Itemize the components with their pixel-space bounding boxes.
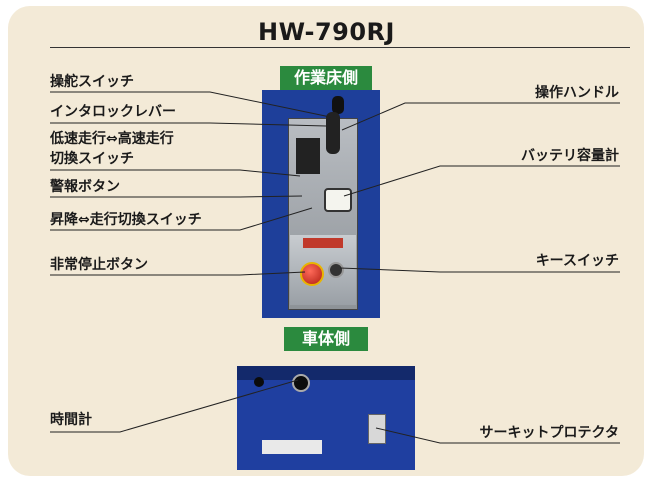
section-badge-vehicle-side: 車体側 [284,327,368,351]
title-divider [50,47,630,48]
emergency-stop-image [300,262,324,286]
label-speed-switch-line1: 低速走行⇔高速走行 [50,131,174,147]
handle-knob [332,96,344,114]
label-battery-gauge: バッテリ容量計 [521,148,619,164]
label-key-switch: キースイッチ [535,253,619,269]
label-emergency-stop-button: 非常停止ボタン [50,257,148,273]
label-operating-handle: 操作ハンドル [535,85,619,101]
leader-circuit-protector [375,427,620,444]
hour-meter-image [292,374,310,392]
leader-steering-switch [50,91,336,119]
label-interlock-lever: インタロックレバー [50,104,176,120]
leader-battery-gauge [343,165,620,197]
warning-sticker [303,238,343,248]
label-steering-switch: 操舵スイッチ [50,74,134,90]
leader-hour-meter [50,379,299,433]
page-title: HW-790RJ [258,18,395,46]
leader-key-switch [339,267,620,273]
leader-emergency-stop [50,271,306,276]
label-hour-meter: 時間計 [50,412,92,428]
label-circuit-protector: サーキットプロテクタ [479,425,619,441]
leader-lift-travel-switch [50,207,313,231]
circuit-protector-image [368,414,386,444]
leader-speed-switch [50,169,301,177]
mounting-hole [254,377,264,387]
operating-handle-image [326,112,340,154]
label-speed-switch-line2: 切換スイッチ [50,151,134,167]
leader-operating-handle [341,102,620,131]
key-switch-image [328,262,344,278]
label-alarm-button: 警報ボタン [50,179,120,195]
switch-cluster [296,138,320,174]
leader-alarm-button [50,195,303,198]
battery-gauge-image [324,188,352,212]
vehicle-body-top-edge [237,366,415,380]
label-lift-travel-switch: 昇降⇔走行切換スイッチ [50,212,202,228]
caution-sticker [262,440,322,454]
leader-interlock-lever [50,122,327,127]
section-badge-operator-side: 作業床側 [280,66,372,90]
